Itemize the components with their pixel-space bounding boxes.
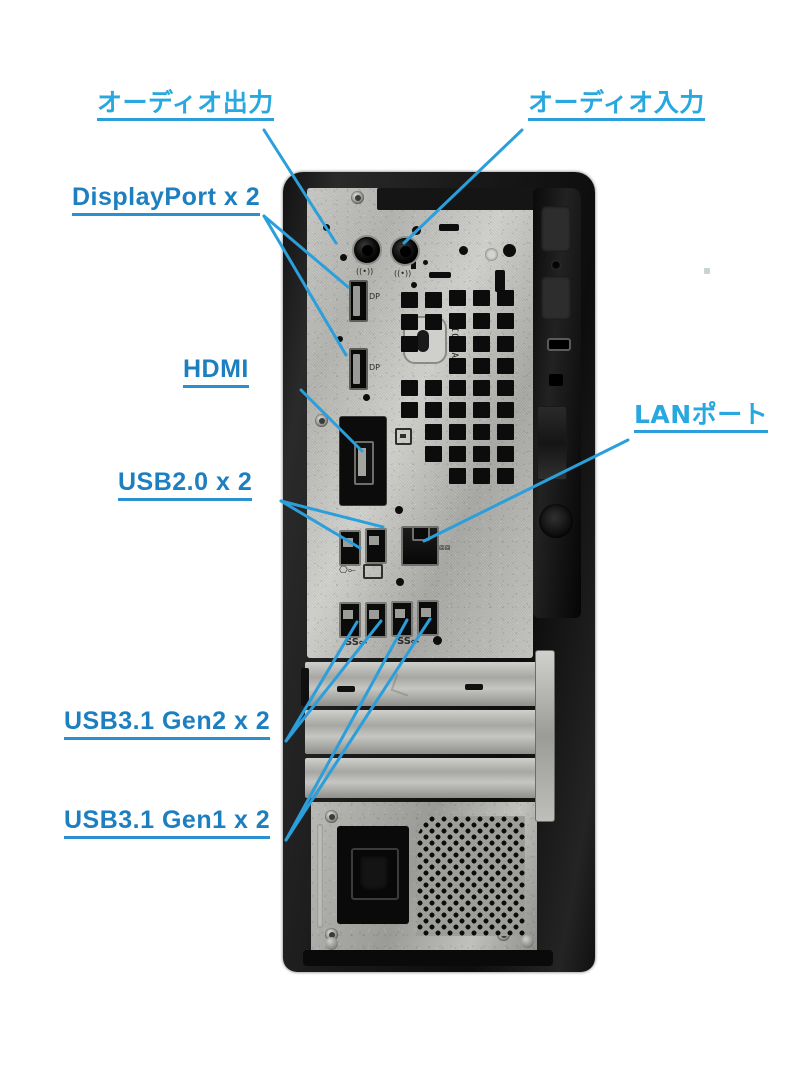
label-audio-in: オーディオ入力 — [528, 90, 705, 121]
latch-pad[interactable] — [541, 276, 571, 320]
hdmi-port[interactable] — [354, 441, 374, 485]
lan-icon: ⧈⧈ — [439, 543, 451, 553]
label-audio-out: オーディオ出力 — [97, 90, 274, 121]
usb31-gen2-port-1[interactable] — [339, 602, 361, 638]
label-usb20: USB2.0 x 2 — [118, 470, 253, 501]
mount-hole — [395, 506, 403, 514]
screw — [325, 810, 338, 823]
mount-hole — [433, 636, 442, 645]
usb31-gen1-port-1[interactable] — [391, 601, 413, 637]
mount-hole — [337, 336, 343, 342]
hdmi-recess — [339, 416, 387, 506]
vent-slit — [439, 224, 459, 231]
usb31-gen2-port-2[interactable] — [365, 602, 387, 638]
label-usb31-gen2: USB3.1 Gen2 x 2 — [64, 709, 271, 740]
power-inlet-recess — [337, 826, 409, 924]
superspeed-icon: SS⟜ — [397, 636, 419, 647]
mount-hole — [423, 260, 428, 265]
displayport-icon: DP — [369, 292, 380, 301]
io-shield-plate: ((•)) ((•)) DP DP IOIOI A — [307, 188, 557, 658]
screw — [315, 414, 328, 427]
vent-slit — [495, 270, 505, 292]
audio-out-jack[interactable] — [354, 237, 380, 263]
bracket-retainer-lever[interactable] — [535, 650, 555, 822]
psu-rail — [317, 824, 323, 928]
label-hdmi: HDMI — [183, 357, 249, 388]
usb-icon — [363, 564, 383, 579]
latch-pad[interactable] — [541, 206, 571, 252]
pc-rear-panel-photo: ((•)) ((•)) DP DP IOIOI A — [283, 172, 595, 972]
usb2-port-1[interactable] — [339, 530, 361, 566]
slot-gap — [301, 668, 309, 706]
mount-hole — [340, 254, 347, 261]
audio-in-jack[interactable] — [392, 238, 418, 264]
cover-release-lever[interactable] — [537, 406, 567, 480]
psu-vent-honeycomb — [417, 816, 525, 936]
led-indicator — [485, 248, 498, 261]
usb2-port-2[interactable] — [365, 528, 387, 564]
hdmi-icon — [395, 428, 412, 445]
top-black-strip — [377, 188, 557, 210]
side-bezel — [533, 188, 581, 618]
label-usb31-gen1: USB3.1 Gen1 x 2 — [64, 808, 271, 839]
screw — [351, 191, 364, 204]
displayport-1[interactable] — [349, 280, 368, 322]
lan-rj45-port[interactable] — [401, 526, 439, 566]
iec-c14-power-inlet[interactable] — [351, 848, 399, 900]
lower-chassis — [301, 650, 555, 962]
audio-out-icon: ((•)) — [356, 267, 374, 276]
vent-grid — [397, 288, 527, 488]
mount-hole — [503, 244, 516, 257]
expansion-slot-cover-2 — [305, 710, 537, 754]
vent-slit — [429, 272, 451, 278]
mount-hole — [323, 224, 330, 231]
latch-hole — [551, 260, 561, 270]
kensington-lock-slot — [547, 338, 571, 351]
superspeed-icon: SS⟜ — [345, 637, 367, 648]
label-displayport: DisplayPort x 2 — [72, 185, 261, 216]
mount-hole — [412, 226, 421, 235]
expansion-slot-cover-1 — [305, 662, 537, 706]
power-supply-unit — [311, 802, 537, 952]
mount-hole — [411, 282, 417, 288]
vent-slit — [411, 256, 416, 269]
mount-hole — [459, 246, 468, 255]
vent-slit — [549, 374, 563, 386]
audio-in-icon: ((•)) — [394, 269, 412, 278]
usb31-gen1-port-2[interactable] — [417, 600, 439, 636]
screw — [521, 935, 534, 948]
expansion-slot-cover-3 — [305, 758, 537, 798]
thumbscrew-post — [539, 504, 573, 538]
usb-icon: ⎔⟜ — [339, 565, 356, 576]
screw — [325, 937, 338, 950]
mount-hole — [363, 394, 370, 401]
chassis-base — [303, 950, 553, 966]
image-artifact-dot — [704, 268, 710, 274]
displayport-icon: DP — [369, 363, 380, 372]
displayport-2[interactable] — [349, 348, 368, 390]
mount-hole — [396, 578, 404, 586]
label-lan: LANポート — [634, 402, 769, 433]
